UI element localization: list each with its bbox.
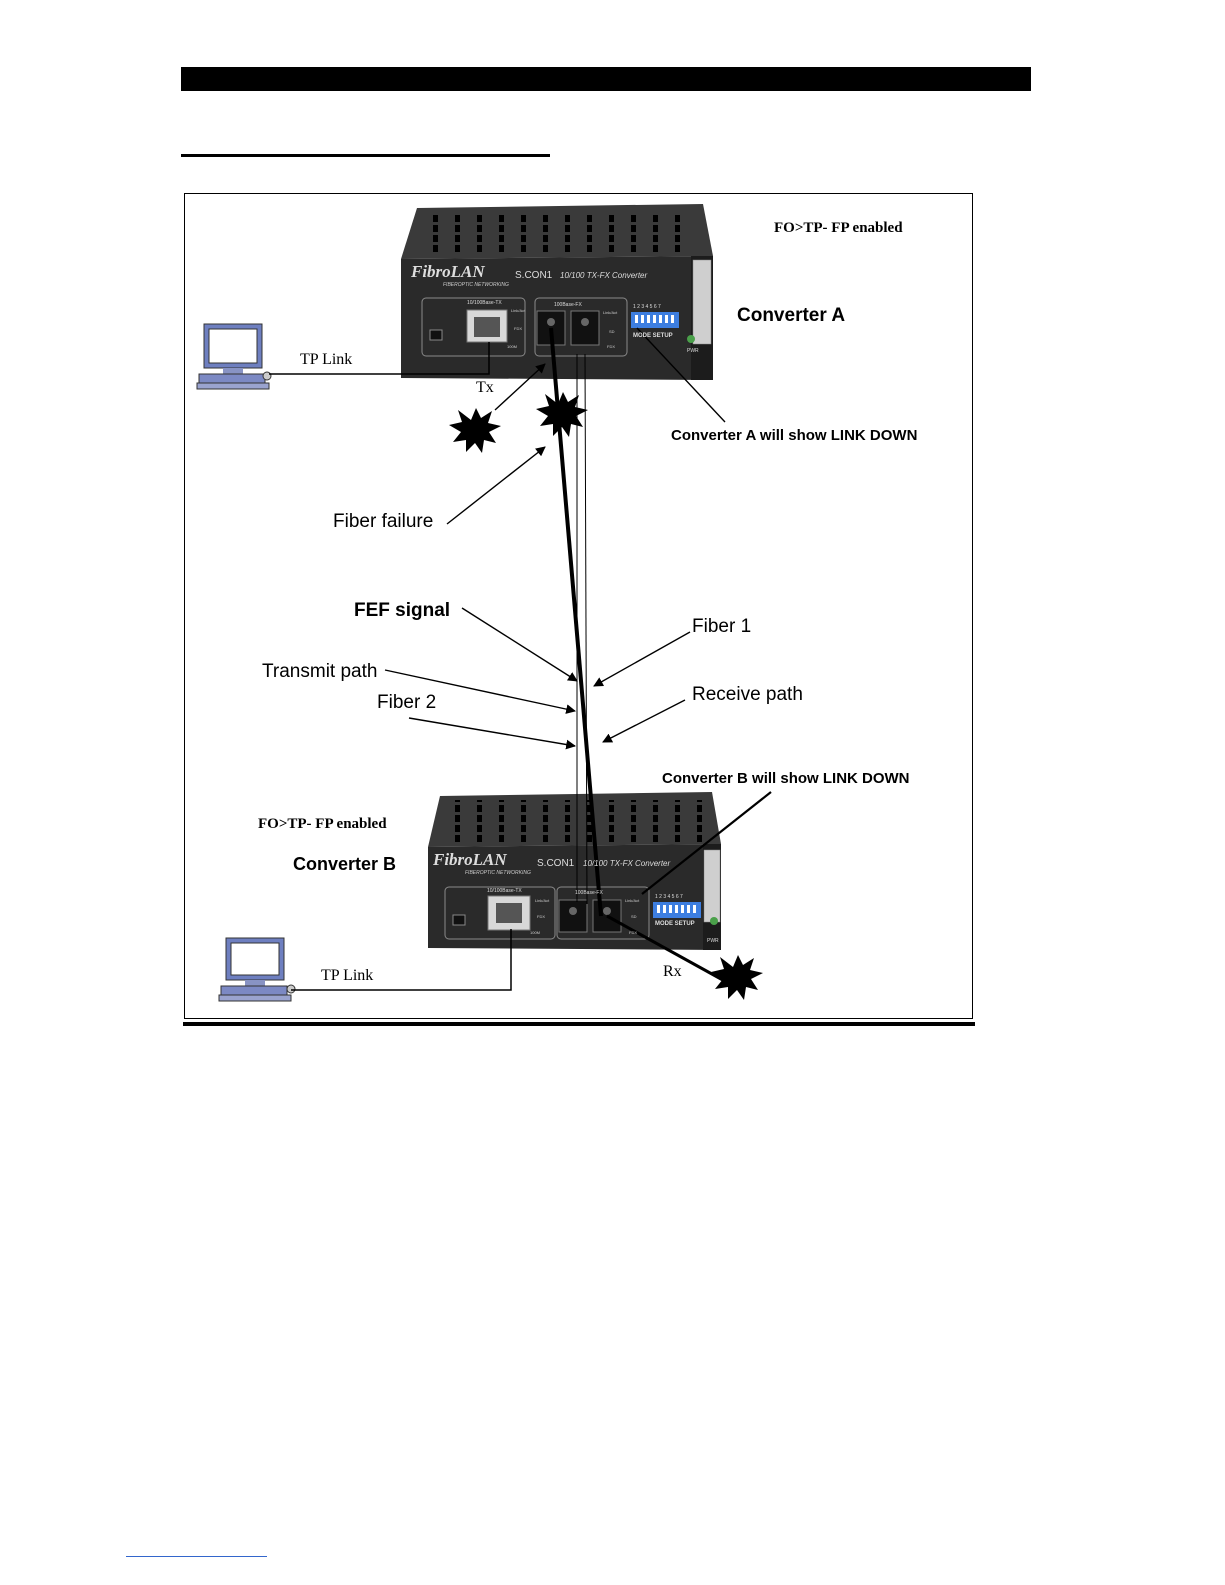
converter-b-pwr-stripes xyxy=(703,849,721,923)
converter-b-model-desc: 10/100 TX-FX Converter xyxy=(583,859,671,868)
receive-path-label: Receive path xyxy=(692,684,803,705)
fiber-failure-arrow xyxy=(446,446,546,525)
transmit-path-arrow xyxy=(384,669,576,714)
rx-label: Rx xyxy=(663,963,682,980)
computer-a-icon xyxy=(196,323,272,390)
fef-signal-label: FEF signal xyxy=(354,600,451,621)
converter-b-mode-setup: MODE SETUP xyxy=(655,921,695,927)
fiber-failure-label: Fiber failure xyxy=(333,511,434,532)
converter-a-status-pointer xyxy=(636,327,726,423)
converter-b-status: Converter B will show LINK DOWN xyxy=(662,770,910,787)
converter-a-sc-port-2 xyxy=(570,310,600,346)
receive-path-arrow xyxy=(602,699,686,743)
converter-b-model: S.CON1 xyxy=(537,858,575,869)
starburst-rx-icon xyxy=(711,955,763,1000)
converter-b-led-link: Link/Act xyxy=(535,898,550,903)
converter-a-device xyxy=(401,204,713,380)
fiber-2-line xyxy=(584,353,588,905)
converter-a-brand-tagline: FIBEROPTIC NETWORKING xyxy=(443,282,509,288)
header-bar xyxy=(181,67,1031,91)
converter-b-fx-led-link: Link/Act xyxy=(625,898,640,903)
fef-diagram-figure: FibroLAN FIBEROPTIC NETWORKING S.CON1 10… xyxy=(184,193,973,1019)
converter-a-power-led-icon xyxy=(687,335,695,343)
tp-link-a-label: TP Link xyxy=(300,351,353,368)
converter-a-fx-led-sd: SD xyxy=(609,329,615,334)
converter-b-fx-port-label: 100Base-FX xyxy=(575,890,603,896)
computer-b-icon xyxy=(218,937,296,1002)
converter-a-status: Converter A will show LINK DOWN xyxy=(671,427,918,444)
converter-b-fx-led-sd: SD xyxy=(631,914,637,919)
tp-link-cable-b xyxy=(291,929,512,991)
converter-b-name: Converter B xyxy=(293,854,397,874)
footer-link-underline[interactable] xyxy=(126,1556,267,1557)
fiber-1-label: Fiber 1 xyxy=(692,616,752,637)
tx-label: Tx xyxy=(476,379,494,396)
transmit-path-label: Transmit path xyxy=(262,661,378,682)
diagram-canvas xyxy=(196,204,772,1002)
converter-a-model-desc: 10/100 TX-FX Converter xyxy=(560,271,648,280)
tp-link-cable-a xyxy=(269,342,490,375)
converter-a-pwr-stripes xyxy=(692,259,712,345)
converter-b-status-pointer xyxy=(641,791,772,895)
converter-b-fx-led-fdx: FDX xyxy=(629,930,637,935)
tp-link-b-label: TP Link xyxy=(321,967,374,984)
converter-b-dip-numbers: 1 2 3 4 5 6 7 xyxy=(655,894,683,900)
fiber-2-label: Fiber 2 xyxy=(377,692,437,713)
converter-a-name: Converter A xyxy=(737,305,846,326)
converter-a-mode-label: FO>TP- FP enabled xyxy=(774,220,903,236)
converter-b-mode-label: FO>TP- FP enabled xyxy=(258,816,387,832)
converter-b-sc-port-1 xyxy=(558,899,588,933)
section-heading-rule xyxy=(181,154,550,157)
converter-b-brand: FibroLAN xyxy=(433,850,507,869)
converter-b-brand-tagline: FIBEROPTIC NETWORKING xyxy=(465,870,531,876)
converter-b-tx-port-label: 10/100Base-TX xyxy=(487,888,522,894)
tx-arrow xyxy=(494,363,546,411)
converter-a-fx-led-link: Link/Act xyxy=(603,310,618,315)
converter-a-mode-setup: MODE SETUP xyxy=(633,333,673,339)
converter-a-dip-numbers: 1 2 3 4 5 6 7 xyxy=(633,304,661,310)
converter-a-fx-led-fdx: FDX xyxy=(607,344,615,349)
converter-a-model: S.CON1 xyxy=(515,270,553,281)
converter-b-led-100m: 100M xyxy=(530,930,541,935)
converter-a-brand: FibroLAN xyxy=(411,262,485,281)
figure-bottom-rule xyxy=(183,1022,975,1026)
starburst-fiber-failure-icon xyxy=(536,392,588,437)
fiber-rx-line xyxy=(606,914,731,986)
converter-b-pwr: PWR xyxy=(707,938,719,944)
converter-a-pwr: PWR xyxy=(687,348,699,354)
starburst-tx-icon xyxy=(449,408,501,453)
fiber-2-arrow xyxy=(408,717,576,750)
converter-b-led-fdx: FDX xyxy=(537,914,545,919)
converter-a-led-fdx: FDX xyxy=(514,326,522,331)
fef-signal-arrow xyxy=(461,607,578,682)
converter-b-device xyxy=(428,792,721,950)
converter-a-led-100m: 100M xyxy=(507,344,518,349)
converter-a-led-link: Link/Act xyxy=(511,308,526,313)
converter-a-fx-port-label: 100Base-FX xyxy=(554,302,582,308)
fiber-1-arrow xyxy=(593,631,691,687)
converter-b-power-led-icon xyxy=(710,917,718,925)
converter-a-tx-port-label: 10/100Base-TX xyxy=(467,300,502,306)
